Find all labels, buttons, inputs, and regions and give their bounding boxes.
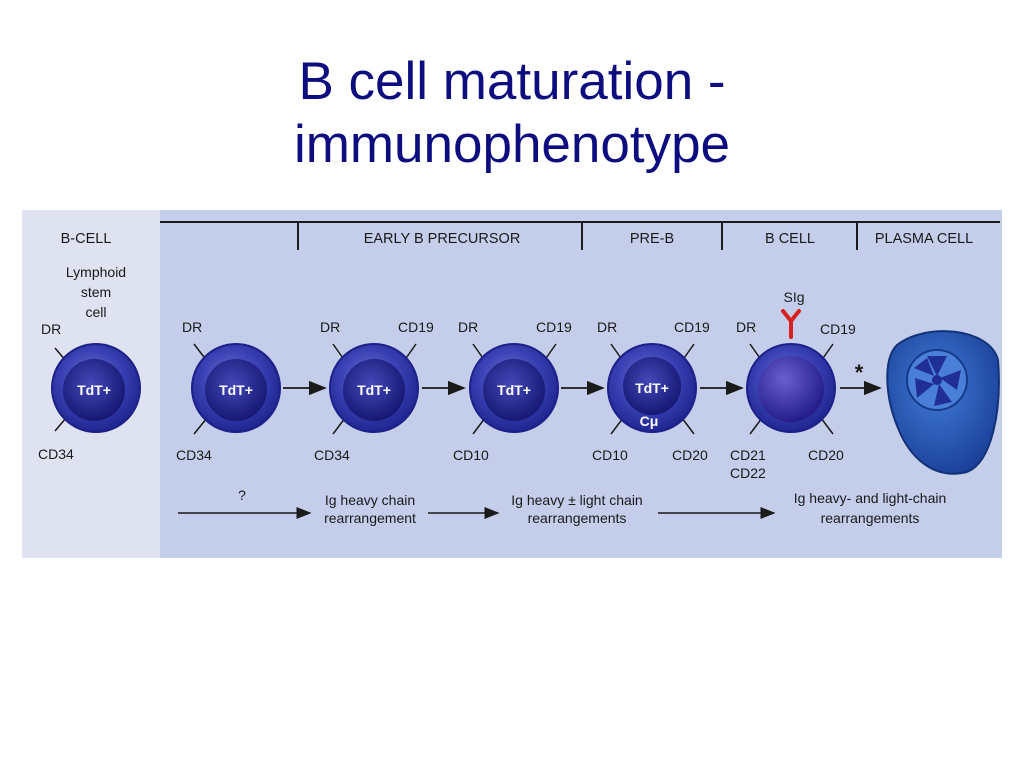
nucleus-chromatin-pattern bbox=[914, 356, 961, 406]
stage-header-b-cell-stage: B CELL bbox=[765, 231, 815, 247]
stem-cell-caption-line: Lymphoid bbox=[66, 264, 126, 280]
marker-cd34: CD34 bbox=[176, 447, 212, 463]
stem-cell-caption-line: stem bbox=[81, 284, 111, 300]
rearrangement-label-heavy-light: rearrangements bbox=[528, 510, 627, 526]
early-b-precursor-cell-1: TdT+ DR CD34 bbox=[176, 319, 281, 463]
stage-header-b-cell: B-CELL bbox=[61, 231, 112, 247]
marker-cd19: CD19 bbox=[398, 319, 434, 335]
rearrangement-label-heavy-chain: Ig heavy chain bbox=[325, 492, 415, 508]
stage-header-pre-b: PRE-B bbox=[630, 231, 674, 247]
marker-dr: DR bbox=[597, 319, 617, 335]
marker-cd19: CD19 bbox=[820, 321, 856, 337]
marker-cd20: CD20 bbox=[672, 447, 708, 463]
marker-cd34: CD34 bbox=[38, 446, 74, 462]
nucleus-label: TdT+ bbox=[635, 380, 669, 396]
marker-cd10: CD10 bbox=[453, 447, 489, 463]
figure-canvas: B-CELL EARLY B PRECURSOR PRE-B B CELL PL… bbox=[22, 210, 1002, 558]
stage-header-early-b-precursor: EARLY B PRECURSOR bbox=[364, 231, 521, 247]
nucleus-label: TdT+ bbox=[77, 382, 111, 398]
nucleus-label: TdT+ bbox=[497, 382, 531, 398]
marker-dr: DR bbox=[736, 319, 756, 335]
rearrangement-label-heavy-light: Ig heavy ± light chain bbox=[511, 492, 642, 508]
marker-cd20: CD20 bbox=[808, 447, 844, 463]
early-b-precursor-cell-2: TdT+ DR CD19 CD34 bbox=[314, 319, 434, 463]
rearrangement-label-heavy-and-light: Ig heavy- and light-chain bbox=[794, 490, 947, 506]
plasma-cell bbox=[886, 330, 1000, 475]
rearrangement-label-heavy-and-light: rearrangements bbox=[821, 510, 920, 526]
cytoplasm-mu-label: Cμ bbox=[640, 413, 659, 429]
slide-title-line-1: B cell maturation - bbox=[298, 52, 726, 111]
rearrangement-label-heavy-chain: rearrangement bbox=[324, 510, 416, 526]
surface-immunoglobulin-receptor bbox=[781, 309, 801, 339]
marker-dr: DR bbox=[182, 319, 202, 335]
stem-cell-caption-line: cell bbox=[85, 304, 106, 320]
pre-b-cell: TdT+ Cμ DR CD19 CD10 CD20 bbox=[592, 319, 710, 463]
marker-dr: DR bbox=[458, 319, 478, 335]
marker-cd19: CD19 bbox=[674, 319, 710, 335]
slide-title-line-2: immunophenotype bbox=[293, 115, 731, 174]
marker-cd19: CD19 bbox=[536, 319, 572, 335]
slide-title: B cell maturation - immunophenotype bbox=[0, 50, 1024, 176]
marker-cd21: CD21 bbox=[730, 447, 766, 463]
nucleus-label: TdT+ bbox=[357, 382, 391, 398]
marker-dr: DR bbox=[41, 321, 61, 337]
main-panel-background bbox=[160, 210, 1002, 558]
transition-asterisk: * bbox=[855, 360, 864, 385]
marker-cd10: CD10 bbox=[592, 447, 628, 463]
marker-cd34: CD34 bbox=[314, 447, 350, 463]
stage-header-plasma-cell: PLASMA CELL bbox=[875, 231, 973, 247]
early-b-precursor-cell-3: TdT+ DR CD19 CD10 bbox=[453, 319, 572, 463]
rearrangement-label-unknown: ? bbox=[238, 487, 246, 503]
nucleus-label: TdT+ bbox=[219, 382, 253, 398]
b-cell-maturation-figure: B-CELL EARLY B PRECURSOR PRE-B B CELL PL… bbox=[22, 210, 1002, 558]
marker-dr: DR bbox=[320, 319, 340, 335]
marker-cd22: CD22 bbox=[730, 465, 766, 481]
receptor-label-sig: SIg bbox=[783, 289, 804, 305]
mature-b-cell: SIg DR CD19 CD21 CD22 CD20 bbox=[730, 289, 856, 481]
lymphoid-stem-cell: TdT+ DR CD34 bbox=[38, 321, 141, 462]
